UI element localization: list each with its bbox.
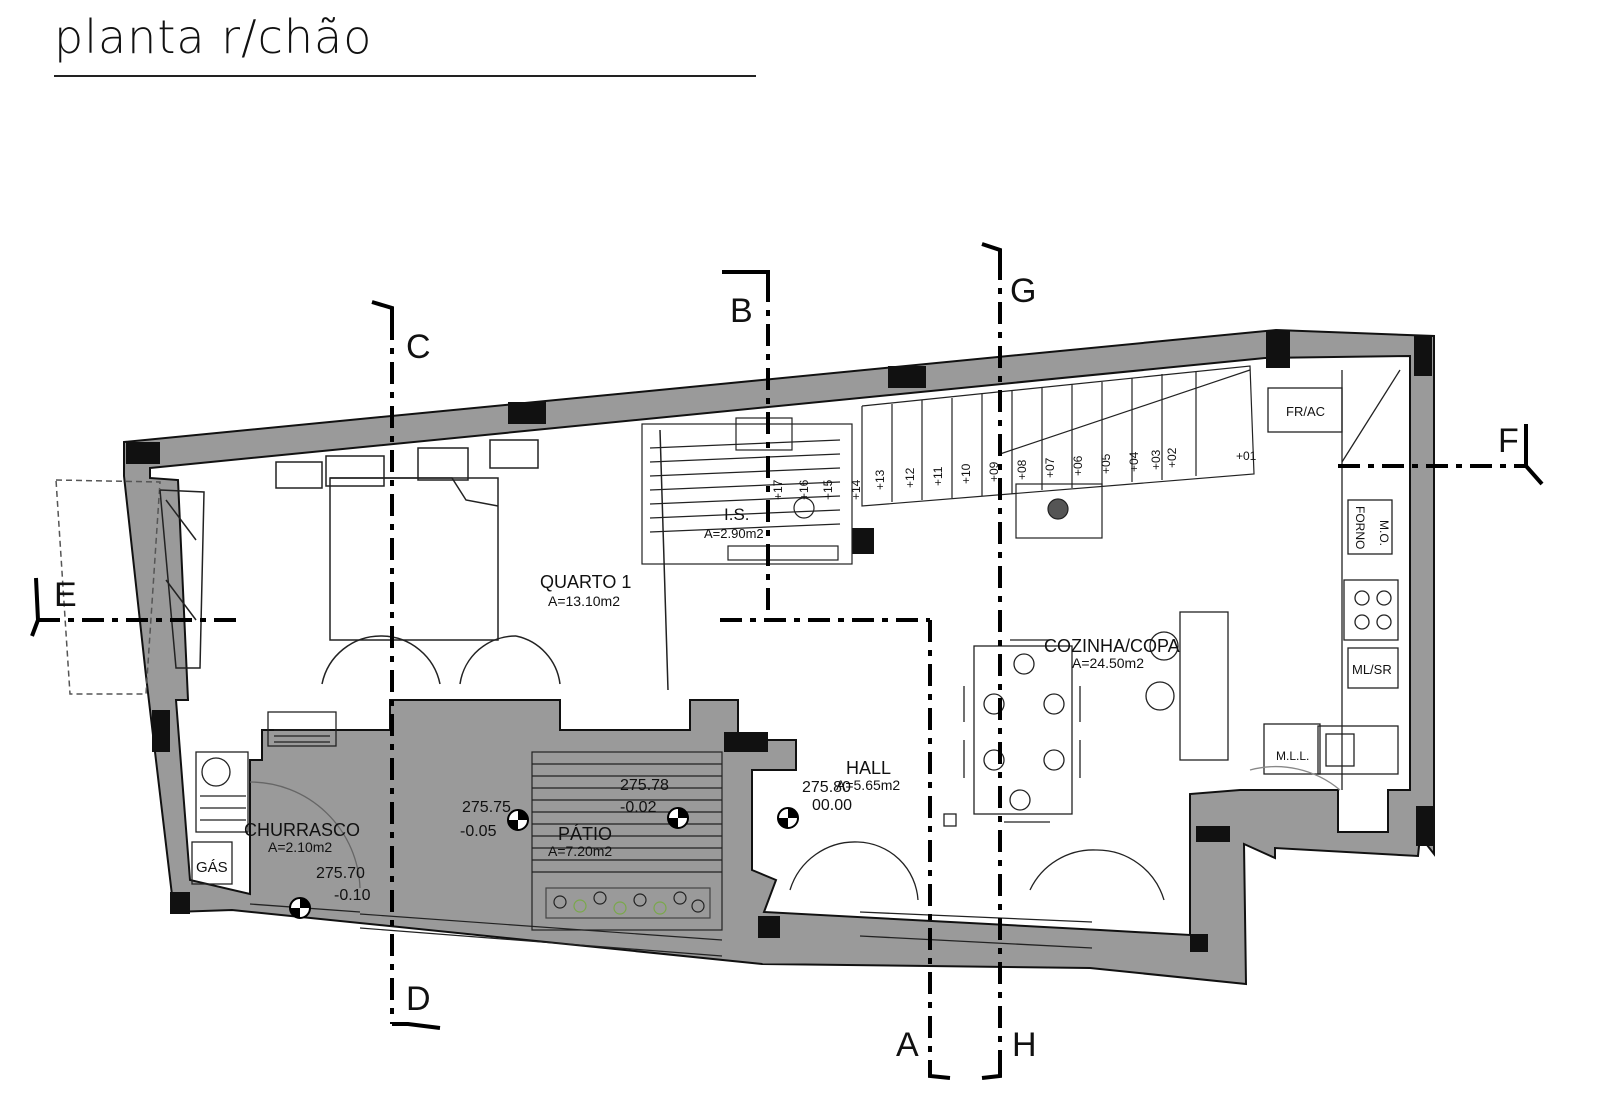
- gas-label: GÁS: [196, 859, 228, 876]
- hall-level-abs: 275.80: [802, 779, 851, 796]
- stair-step: +05: [1099, 453, 1113, 474]
- section-E-label: E: [54, 576, 77, 614]
- stair-step: +07: [1043, 457, 1057, 478]
- patio-deck: [359, 751, 723, 957]
- forno-label: FORNO: [1353, 506, 1367, 549]
- churrasco-name: CHURRASCO: [244, 820, 360, 840]
- section-C-label: C: [406, 328, 431, 366]
- is-stair-labels: +17 +16 +15 +14: [771, 479, 863, 500]
- patio-level-marker-right: 275.78 -0.02: [620, 777, 689, 829]
- is-step: +15: [821, 479, 835, 500]
- staircase: [861, 365, 1255, 539]
- hall-details: [789, 841, 1165, 949]
- cozinha-name: COZINHA/COPA: [1044, 636, 1180, 656]
- stair-step: +03: [1149, 449, 1163, 470]
- page-title: planta r/chão: [54, 10, 373, 64]
- stair-step: +04: [1127, 451, 1141, 472]
- is-bathroom: [641, 417, 853, 565]
- patio-area: A=7.20m2: [548, 843, 612, 859]
- cozinha-area: A=24.50m2: [1072, 655, 1144, 671]
- is-step: +14: [849, 479, 863, 500]
- mlsr-label: ML/SR: [1352, 662, 1392, 677]
- section-lines: [30, 242, 1544, 1080]
- section-H-label: H: [1012, 1026, 1037, 1064]
- kitchen-furniture: [943, 369, 1401, 827]
- stair-step: +12: [903, 467, 917, 488]
- section-A-label: A: [896, 1026, 919, 1064]
- hall-level-rel: 00.00: [812, 797, 852, 814]
- pillars: [126, 330, 1434, 952]
- is-step: +16: [797, 479, 811, 500]
- quarto-furniture: [55, 429, 669, 695]
- patio-name: PÁTIO: [558, 824, 612, 844]
- patio-left-abs: 275.75: [462, 799, 511, 816]
- quarto-name: QUARTO 1: [540, 572, 631, 592]
- patio-left-rel: -0.05: [460, 823, 497, 840]
- churrasco-area-text: A=2.10m2: [268, 839, 332, 855]
- mo-label: M.O.: [1377, 520, 1391, 546]
- hall-area: A=5.65m2: [836, 777, 900, 793]
- section-F-label: F: [1498, 422, 1519, 460]
- patio-right-abs: 275.78: [620, 777, 669, 794]
- churrasco-level-rel: -0.10: [334, 887, 371, 904]
- is-step: +17: [771, 479, 785, 500]
- churrasco-level-marker: 275.70 -0.10: [289, 865, 371, 919]
- is-area: A=2.90m2: [704, 526, 764, 541]
- churrasco-level-abs: 275.70: [316, 865, 365, 882]
- frac-label: FR/AC: [1286, 404, 1325, 419]
- is-name: I.S.: [724, 505, 750, 524]
- stair-step-labels: +13 +12 +11 +10 +09 +08 +07 +06 +05 +04 …: [873, 447, 1257, 490]
- stair-step: +11: [931, 466, 945, 486]
- title-underline: [54, 75, 756, 77]
- section-G-label: G: [1010, 272, 1036, 310]
- mll-label: M.L.L.: [1276, 749, 1309, 763]
- stair-step: +02: [1165, 447, 1179, 468]
- patio-right-rel: -0.02: [620, 799, 657, 816]
- stair-step: +09: [987, 461, 1001, 482]
- section-B-label: B: [730, 292, 753, 330]
- patio-level-marker-left: 275.75 -0.05: [460, 799, 529, 840]
- stair-step: +01: [1236, 449, 1257, 463]
- stair-step: +08: [1015, 459, 1029, 480]
- stair-step: +13: [873, 469, 887, 490]
- hall-name: HALL: [846, 758, 891, 778]
- section-D-label: D: [406, 980, 431, 1018]
- outer-walls: [123, 328, 1435, 986]
- section-letters: A B C D E F G H: [54, 272, 1519, 1064]
- hall-level-marker: 275.80 00.00: [777, 779, 852, 829]
- quarto-area: A=13.10m2: [548, 593, 620, 609]
- churrasco-area: [191, 711, 361, 913]
- stair-step: +06: [1071, 455, 1085, 476]
- stair-step: +10: [959, 463, 973, 484]
